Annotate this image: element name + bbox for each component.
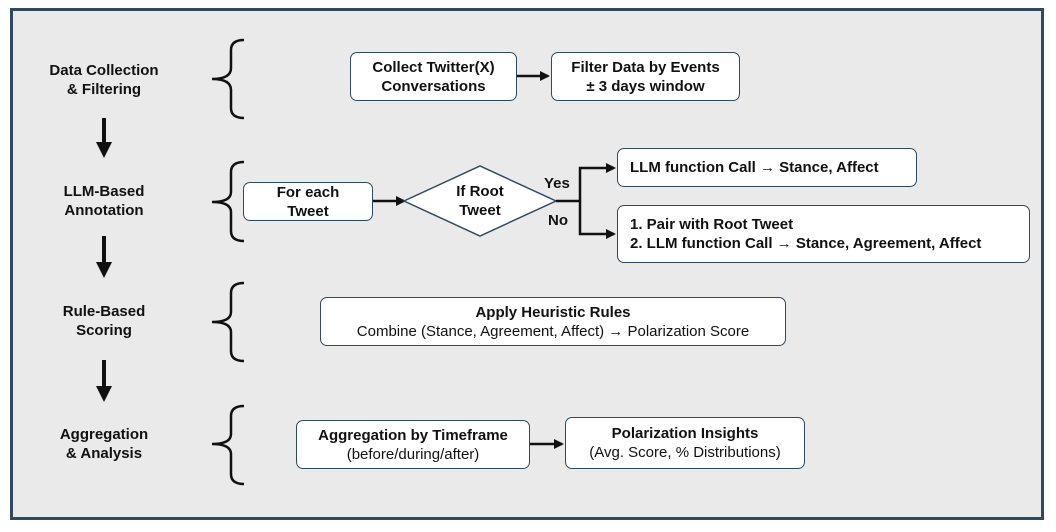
brace-aggregation [211,404,245,486]
brace-annotation [211,160,245,243]
aggregation-timeframe-box: Aggregation by Timeframe(before/during/a… [296,420,530,469]
no-label: No [548,212,568,229]
brace-collection [211,38,245,120]
stage-label-aggregation: Aggregation& Analysis [59,426,149,462]
brace-scoring [211,281,245,363]
polarization-insights-box: Polarization Insights(Avg. Score, % Dist… [565,417,805,469]
stage-label-collection: Data Collection& Filtering [49,62,159,98]
filter-events-box: Filter Data by Events± 3 days window [551,52,740,101]
root-llm-call-box: LLM function Call → Stance, Affect [617,148,917,187]
arrow-yes-branch [556,163,616,203]
yes-label: Yes [544,175,570,192]
collect-conversations-box: Collect Twitter(X)Conversations [350,52,517,101]
arrow-no-branch [578,201,616,239]
